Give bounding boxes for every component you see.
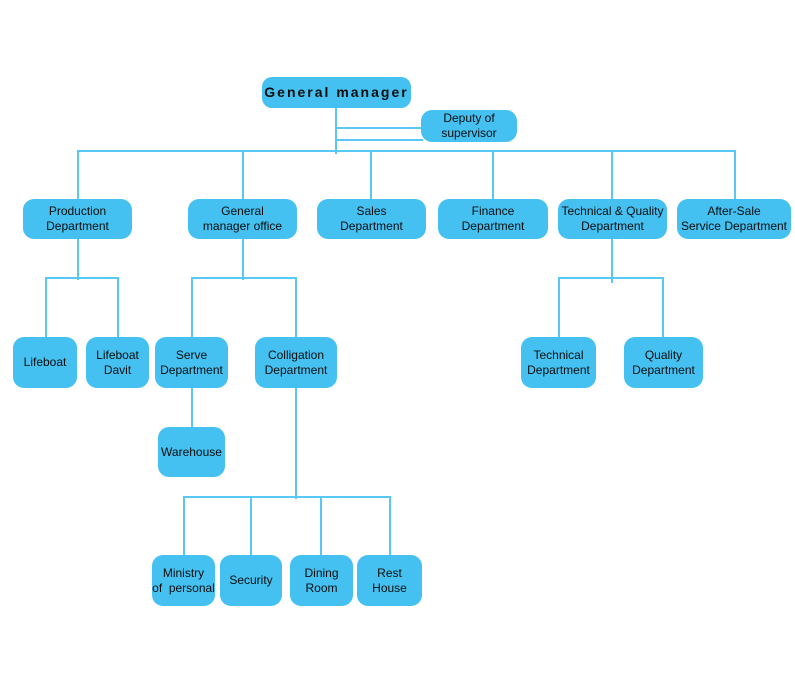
technical-quality-department-label: Department (581, 219, 644, 233)
finance-department-label: Department (461, 219, 525, 233)
connector-line (77, 150, 79, 201)
connector-line (558, 277, 560, 339)
connector-line (320, 496, 322, 557)
connector-line (558, 277, 664, 279)
connector-line (295, 388, 297, 499)
ministry-of-personal-label: Ministry (162, 565, 205, 580)
production-department-label: Department (46, 219, 109, 233)
quality-department-label: Department (632, 362, 695, 377)
connector-line (370, 150, 372, 201)
serve-department-label: Serve (175, 347, 208, 362)
quality-department-label: Quality (644, 347, 683, 362)
finance-department-label: Finance (471, 204, 515, 219)
connector-line (77, 239, 79, 280)
after-sale-service-department-label: After-Sale (707, 204, 761, 219)
deputy-of-supervisor-label: Deputy of (443, 111, 495, 126)
connector-line (45, 277, 119, 279)
connector-line (335, 139, 423, 141)
connector-line (242, 239, 244, 280)
connector-line (191, 277, 193, 339)
connector-line (492, 150, 494, 201)
connector-line (389, 496, 391, 557)
connector-line (183, 496, 185, 557)
ministry-of-personal-label: of personal (152, 580, 215, 595)
general-manager-office-label: manager office (202, 219, 283, 233)
connector-line (611, 150, 613, 201)
warehouse: Warehouse (158, 427, 225, 477)
after-sale-service-department-label: Service Department (680, 219, 788, 233)
deputy-of-supervisor-label: supervisor (441, 126, 497, 140)
colligation-department-label: Colligation (267, 347, 325, 362)
security: Security (220, 555, 282, 606)
lifeboat-label: Lifeboat (23, 355, 67, 370)
lifeboat-davit-label: Davit (103, 362, 132, 377)
connector-line (191, 277, 297, 279)
warehouse-label: Warehouse (161, 444, 222, 459)
connector-line (117, 277, 119, 339)
general-manager: General manager (262, 77, 411, 108)
technical-department-label: Technical (533, 347, 584, 362)
connector-line (183, 496, 391, 498)
connector-line (191, 388, 193, 429)
lifeboat-davit-label: Lifeboat (96, 347, 139, 362)
connector-line (295, 277, 297, 339)
connector-line (611, 239, 613, 283)
sales-department-label: Sales (356, 204, 387, 219)
serve-department-label: Department (160, 362, 223, 377)
connector-line (335, 127, 423, 129)
security-label: Security (229, 573, 273, 588)
connector-line (45, 277, 47, 339)
technical-department-label: Department (527, 362, 590, 377)
lifeboat: Lifeboat (13, 337, 77, 388)
connector-line (77, 150, 736, 152)
general-manager-label: General manager (264, 83, 409, 100)
technical-quality-department-label: Technical & Quality (561, 204, 664, 219)
connector-line (242, 150, 244, 201)
sales-department-label: Department (340, 219, 403, 233)
rest-house-label: House (372, 580, 407, 595)
connector-line (734, 150, 736, 201)
dining-room-label: Dining (304, 565, 339, 580)
general-manager-office-label: General (221, 204, 264, 219)
connector-line (335, 108, 337, 154)
dining-room-label: Room (305, 580, 338, 595)
connector-line (662, 277, 664, 339)
production-department-label: Production (48, 204, 107, 219)
colligation-department-label: Department (264, 362, 328, 377)
rest-house-label: Rest (377, 565, 402, 580)
connector-line (250, 496, 252, 557)
